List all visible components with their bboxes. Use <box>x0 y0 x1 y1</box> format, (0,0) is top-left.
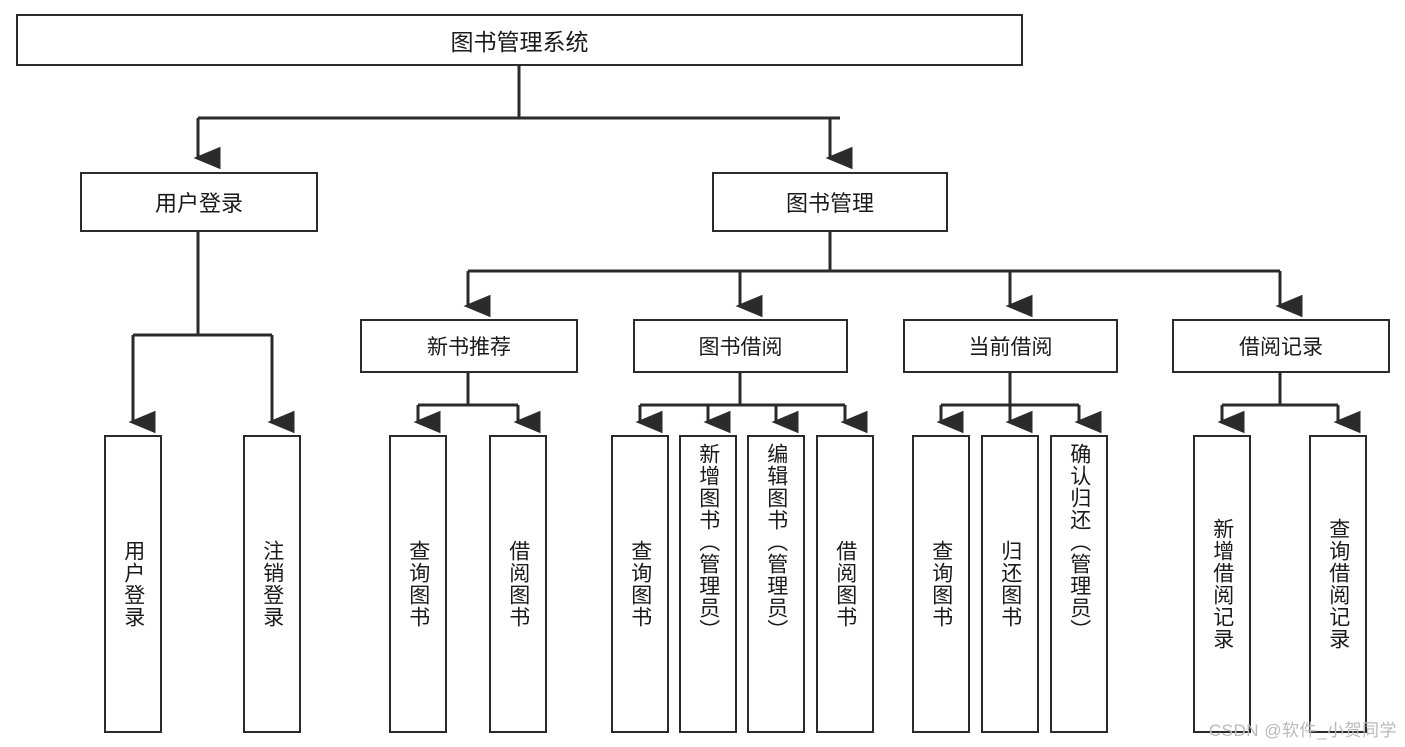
leaf-label: 用户登录 <box>121 540 145 628</box>
leaf-borrow-record-query-record[interactable]: 查询借阅记录 <box>1309 435 1367 733</box>
leaf-label: 借阅图书 <box>833 540 857 628</box>
leaf-label: 查询图书 <box>929 540 953 628</box>
node-borrow-record-label: 借阅记录 <box>1239 336 1323 359</box>
leaf-label: 查询图书 <box>628 540 652 628</box>
node-user-login-label: 用户登录 <box>154 191 243 216</box>
node-book-borrow-label: 图书借阅 <box>698 336 783 359</box>
leaf-book-borrow-edit-book-admin[interactable]: 编辑图书（管理员） <box>747 435 805 733</box>
node-new-book-recommend[interactable]: 新书推荐 <box>360 319 578 373</box>
leaf-current-borrow-query-book[interactable]: 查询图书 <box>912 435 970 733</box>
node-root-label: 图书管理系统 <box>450 29 589 55</box>
leaf-label: 查询借阅记录 <box>1326 518 1350 650</box>
leaf-book-borrow-borrow-book[interactable]: 借阅图书 <box>816 435 874 733</box>
leaf-label: 查询图书 <box>406 540 430 628</box>
leaf-label: 新增图书（管理员） <box>696 443 720 641</box>
node-root-system[interactable]: 图书管理系统 <box>16 14 1023 66</box>
node-book-management-label: 图书管理 <box>785 191 874 216</box>
leaf-label: 新增借阅记录 <box>1210 518 1234 650</box>
leaf-book-borrow-query-book[interactable]: 查询图书 <box>611 435 669 733</box>
node-borrow-record[interactable]: 借阅记录 <box>1172 319 1390 373</box>
node-current-borrow[interactable]: 当前借阅 <box>903 319 1118 373</box>
node-book-management[interactable]: 图书管理 <box>712 172 948 232</box>
leaf-label: 编辑图书（管理员） <box>764 443 788 641</box>
leaf-current-borrow-return-book[interactable]: 归还图书 <box>981 435 1039 733</box>
leaf-label: 借阅图书 <box>506 540 530 628</box>
leaf-label: 确认归还（管理员） <box>1067 443 1091 641</box>
leaf-label: 注销登录 <box>260 540 284 628</box>
leaf-user-login-logout[interactable]: 注销登录 <box>243 435 301 733</box>
csdn-watermark: CSDN @软件_小贺同学 <box>1208 721 1397 740</box>
leaf-borrow-record-add-record[interactable]: 新增借阅记录 <box>1193 435 1251 733</box>
leaf-book-borrow-add-book-admin[interactable]: 新增图书（管理员） <box>679 435 737 733</box>
leaf-new-book-borrow-book[interactable]: 借阅图书 <box>489 435 547 733</box>
node-new-book-recommend-label: 新书推荐 <box>427 336 511 359</box>
leaf-current-borrow-confirm-return-admin[interactable]: 确认归还（管理员） <box>1050 435 1108 733</box>
node-book-borrow[interactable]: 图书借阅 <box>633 319 848 373</box>
leaf-user-login-login[interactable]: 用户登录 <box>104 435 162 733</box>
leaf-label: 归还图书 <box>998 540 1022 628</box>
node-current-borrow-label: 当前借阅 <box>968 336 1053 359</box>
node-user-login[interactable]: 用户登录 <box>80 172 318 232</box>
leaf-new-book-query-book[interactable]: 查询图书 <box>389 435 447 733</box>
